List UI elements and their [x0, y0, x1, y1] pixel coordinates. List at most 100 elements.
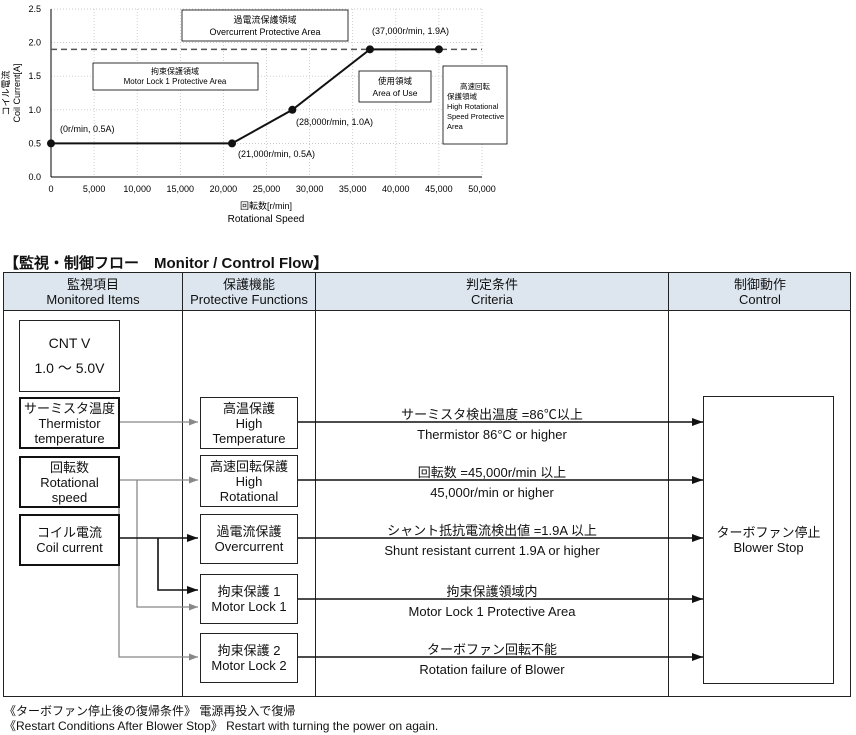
control-blower-stop-en: Blower Stop: [733, 540, 804, 555]
function-overcurrent-jp: 過電流保護: [216, 524, 282, 539]
x-tick-label: 35,000: [339, 184, 367, 194]
restart-conditions-jp: 《ターボファン停止後の復帰条件》 電源再投入で復帰: [4, 704, 296, 718]
criteria-motor-lock-2-en: Rotation failure of Blower: [419, 662, 565, 677]
flow-header-band: [4, 273, 850, 310]
header-criteria-en: Criteria: [471, 292, 513, 307]
area-of-use-box: [358, 70, 432, 103]
monitored-thermistor: サーミスタ温度 Thermistor temperature: [19, 397, 120, 449]
point-label-1: (21,000r/min, 0.5A): [238, 149, 315, 159]
function-motor-lock-2-jp: 拘束保護 2: [217, 643, 281, 658]
monitored-speed-en: Rotational speed: [40, 474, 99, 505]
high-speed-region-en2: Speed Protective: [447, 112, 504, 121]
point-label-0: (0r/min, 0.5A): [60, 124, 115, 134]
overcurrent-region-jp: 過電流保護領域: [233, 14, 296, 25]
header-protective-functions: 保護機能 Protective Functions: [183, 277, 315, 307]
header-divider: [3, 310, 851, 311]
function-high-rot-en1: High: [235, 473, 263, 489]
header-control-jp: 制御動作: [733, 277, 786, 292]
point-label-2: (28,000r/min, 1.0A): [296, 117, 373, 127]
col-divider-1: [182, 272, 183, 697]
function-motor-lock-2: 拘束保護 2 Motor Lock 2: [200, 633, 298, 683]
criteria-high-temp-en: Thermistor 86°C or higher: [417, 427, 567, 442]
arrow-coil-to-motor-lock-1: [157, 538, 198, 594]
function-high-temperature: 高温保護 High Temperature: [200, 397, 298, 449]
data-point: [288, 105, 297, 114]
monitored-rotational-speed: 回転数 Rotational speed: [19, 456, 120, 508]
cnt-voltage-box: CNT V 1.0 ～ 5.0V: [19, 320, 120, 392]
control-blower-stop-jp: ターボファン停止: [716, 525, 821, 540]
motor-lock-region-box: [92, 62, 259, 91]
header-monitored-en: Monitored Items: [46, 292, 140, 307]
arrow-speed-to-motor-lock-1: [136, 480, 198, 611]
x-tick-label: 0: [48, 184, 53, 194]
x-axis-title-jp: 回転数[r/min]: [240, 200, 292, 211]
y-tick-label: 2.0: [28, 38, 41, 48]
x-tick-label: 5,000: [83, 184, 106, 194]
function-overcurrent-en: Overcurrent: [214, 539, 284, 554]
y-axis-title-jp: コイル電流: [0, 70, 11, 115]
header-criteria-jp: 判定条件: [465, 277, 518, 292]
x-tick-label: 40,000: [382, 184, 410, 194]
coil-current-chart: 0 5,000 10,000 15,000 20,000 25,000 30,000 35,0…: [0, 4, 508, 225]
header-control-en: Control: [739, 292, 781, 307]
data-point: [47, 139, 55, 148]
monitored-coil-current: コイル電流 Coil current: [19, 514, 120, 566]
data-point: [434, 45, 443, 54]
y-tick-label: 0.5: [28, 138, 41, 148]
high-speed-region-jp2: 保護領域: [447, 91, 477, 101]
criteria-overcurrent-jp: シャント抵抗電流検出値 =1.9A 以上: [387, 523, 597, 538]
monitored-coil-en: Coil current: [36, 540, 103, 555]
y-tick-label: 2.5: [28, 4, 41, 14]
function-high-temp-en2: Temperature: [212, 430, 286, 446]
high-speed-region-en1: High Rotational: [447, 102, 499, 111]
y-tick-label: 1.5: [28, 71, 41, 81]
header-functions-jp: 保護機能: [222, 277, 275, 292]
motor-lock-region-jp: 拘束保護領域: [151, 66, 199, 76]
function-high-rot-en2: Rotational: [219, 488, 279, 504]
motor-lock-region-en: Motor Lock 1 Protective Area: [124, 77, 227, 86]
x-axis-title-en: Rotational Speed: [228, 214, 305, 225]
monitored-speed-jp: 回転数: [49, 459, 89, 475]
function-motor-lock-1-jp: 拘束保護 1: [217, 584, 281, 599]
point-label-3: (37,000r/min, 1.9A): [372, 26, 449, 36]
function-motor-lock-1-en: Motor Lock 1: [211, 599, 287, 614]
monitored-coil-jp: コイル電流: [36, 525, 102, 540]
criteria-motor-lock-1-jp: 拘束保護領域内: [446, 584, 538, 599]
area-of-use-en: Area of Use: [373, 88, 418, 98]
header-control: 制御動作 Control: [669, 277, 851, 307]
y-tick-label: 1.0: [28, 105, 41, 115]
x-tick-label: 25,000: [253, 184, 281, 194]
header-functions-en: Protective Functions: [190, 292, 308, 307]
x-tick-label: 15,000: [167, 184, 195, 194]
header-monitored-items: 監視項目 Monitored Items: [4, 277, 182, 307]
area-of-use-jp: 使用領域: [378, 76, 413, 86]
data-point: [228, 139, 237, 148]
function-high-temp-jp: 高温保護: [222, 400, 275, 416]
flow-section-title: 【監視・制御フロー Monitor / Control Flow】: [4, 255, 329, 272]
overcurrent-region-en: Overcurrent Protective Area: [209, 27, 320, 37]
data-point: [365, 45, 374, 54]
restart-conditions-en: 《Restart Conditions After Blower Stop》 R…: [4, 719, 439, 733]
x-tick-label: 50,000: [468, 184, 496, 194]
monitored-thermistor-en1: Thermistor: [38, 415, 101, 431]
criteria-high-rot-en: 45,000r/min or higher: [430, 485, 554, 500]
y-tick-label: 0.0: [28, 172, 41, 182]
x-tick-label: 30,000: [296, 184, 324, 194]
y-axis-title-en: Coil Current[A]: [12, 63, 22, 122]
x-tick-label: 20,000: [210, 184, 238, 194]
x-tick-label: 10,000: [123, 184, 151, 194]
high-speed-region-jp1: 高速回転: [460, 81, 490, 91]
high-speed-region-en3: Area: [447, 122, 464, 131]
header-criteria: 判定条件 Criteria: [316, 277, 668, 307]
monitored-thermistor-en2: temperature: [34, 430, 105, 446]
function-motor-lock-2-en: Motor Lock 2: [211, 658, 287, 673]
criteria-overcurrent-en: Shunt resistant current 1.9A or higher: [384, 543, 600, 558]
cnt-range: 1.0 ～ 5.0V: [34, 360, 105, 376]
function-high-rot-jp: 高速回転保護: [209, 458, 288, 474]
criteria-motor-lock-1-en: Motor Lock 1 Protective Area: [408, 604, 576, 619]
col-divider-3: [668, 272, 669, 697]
function-overcurrent: 過電流保護 Overcurrent: [200, 514, 298, 564]
cnt-label: CNT V: [48, 335, 91, 351]
function-high-rotational: 高速回転保護 High Rotational: [200, 455, 298, 507]
